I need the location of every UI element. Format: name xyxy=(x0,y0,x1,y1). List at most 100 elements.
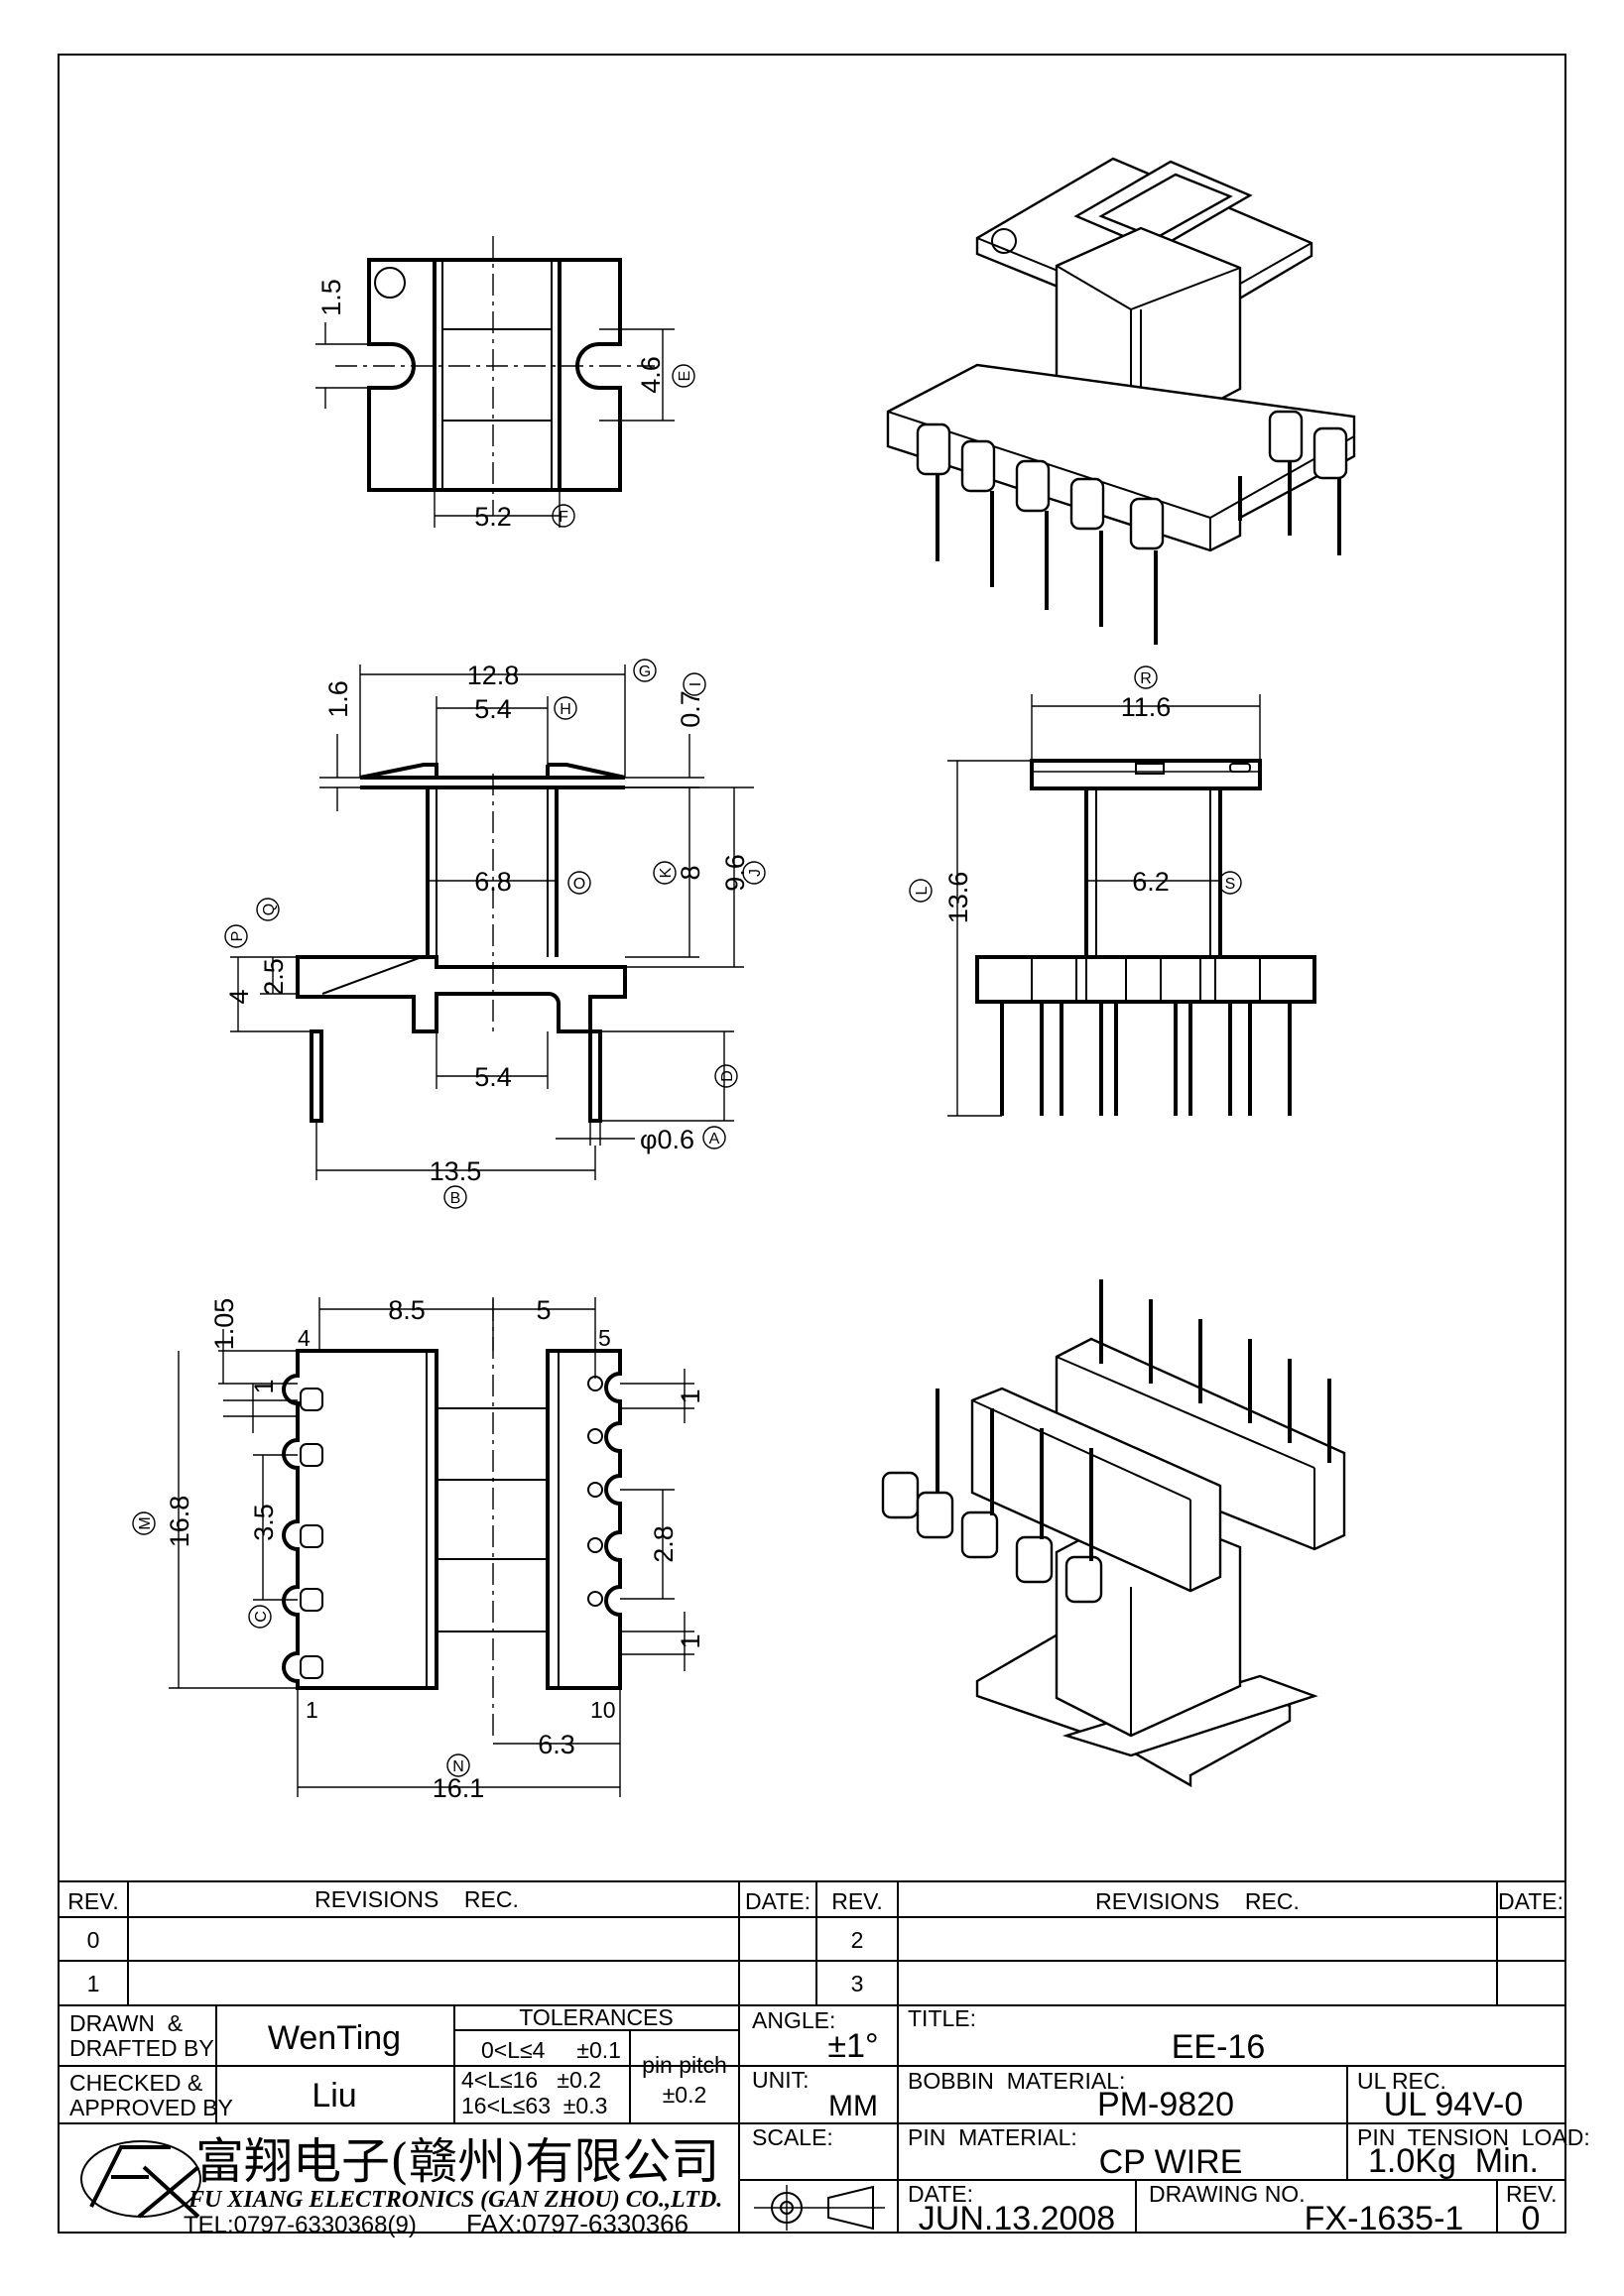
ul-rec-label: UL REC. xyxy=(1357,2068,1446,2094)
front-dim-5-4-bottom: 5.4 xyxy=(474,1062,512,1092)
front-dim-6-8: 6.8 xyxy=(474,867,512,897)
bottom-ref-m: M xyxy=(137,1516,154,1529)
sheet-border xyxy=(58,54,1566,2234)
bottom-ref-n: N xyxy=(452,1758,464,1775)
checked-label-1: CHECKED & xyxy=(69,2070,202,2096)
drawing-no-label: DRAWING NO. xyxy=(1149,2181,1306,2207)
pin-pitch-label: pin pitch xyxy=(642,2052,727,2078)
tolerance-row-2: 4<L≤16 ±0.2 xyxy=(461,2067,601,2093)
front-dim-9-6: 9.6 xyxy=(720,854,750,892)
bottom-view: 4 5 1 10 8.5 5 1.05 1 16.8 M 3.5 C xyxy=(132,1295,705,1803)
bottom-dim-right-1b: 1 xyxy=(676,1633,705,1648)
front-ref-i: I xyxy=(687,682,704,686)
top-dim-4-6: 4.6 xyxy=(636,356,666,394)
tolerance-row-3: 16<L≤63 ±0.3 xyxy=(461,2093,607,2118)
top-dim-5-2: 5.2 xyxy=(474,502,512,532)
front-dim-5-4-top: 5.4 xyxy=(474,694,512,724)
front-dim-2-5: 2.5 xyxy=(259,958,289,996)
front-ref-d: D xyxy=(719,1070,736,1082)
date-value: JUN.13.2008 xyxy=(919,2200,1115,2237)
tolerances-label: TOLERANCES xyxy=(519,2004,674,2030)
pin-tension-value: 1.0Kg Min. xyxy=(1368,2142,1539,2180)
drawn-by-value: WenTing xyxy=(268,2019,401,2057)
company-fax: FAX:0797-6330366 xyxy=(466,2209,688,2238)
checked-label-2: APPROVED BY xyxy=(69,2095,233,2120)
front-ref-o: O xyxy=(573,876,585,893)
title-block: DRAWN & DRAFTED BY WenTing CHECKED & APP… xyxy=(58,2004,1590,2238)
bottom-dim-16-1: 16.1 xyxy=(433,1773,485,1803)
bottom-ref-c: C xyxy=(253,1611,270,1623)
side-ref-l: L xyxy=(914,886,931,895)
drawn-label-1: DRAWN & xyxy=(69,2010,183,2036)
pin-number-4: 4 xyxy=(298,1325,311,1351)
side-ref-s: S xyxy=(1225,876,1236,893)
projection-symbol-icon xyxy=(754,2185,885,2231)
bobbin-material-value: PM-9820 xyxy=(1097,2086,1234,2123)
front-dim-4: 4 xyxy=(224,989,254,1004)
front-dim-0-7: 0.7 xyxy=(676,690,705,728)
angle-value: ±1° xyxy=(827,2027,878,2065)
side-view: 11.6 R 13.6 L 6.2 S xyxy=(909,665,1316,1117)
date-header-left: DATE: xyxy=(745,1888,811,1914)
bottom-dim-1-05: 1.05 xyxy=(209,1298,239,1351)
tolerance-row-1: 0<L≤4 ±0.1 xyxy=(481,2037,621,2063)
side-dim-11-6: 11.6 xyxy=(1121,692,1172,722)
side-ref-r: R xyxy=(1140,670,1152,687)
top-dim-1-5: 1.5 xyxy=(316,279,346,316)
rev-row-0: 0 xyxy=(87,1927,100,1953)
company-tel: TEL:0797-6330368(9) xyxy=(184,2212,417,2238)
bottom-dim-3-5: 3.5 xyxy=(249,1504,279,1541)
side-dim-13-6: 13.6 xyxy=(943,872,973,924)
rev-header-left: REV. xyxy=(67,1888,119,1914)
scale-label: SCALE: xyxy=(752,2124,833,2150)
pin-number-1: 1 xyxy=(306,1697,318,1723)
rev-value: 0 xyxy=(1522,2200,1541,2237)
company-name-chinese: 富翔电子(赣州)有限公司 xyxy=(195,2133,719,2190)
rev-row-1: 1 xyxy=(87,1971,100,1996)
bottom-dim-2-8: 2.8 xyxy=(649,1525,679,1563)
front-ref-q: Q xyxy=(261,904,278,915)
rev-header-right: REV. xyxy=(831,1888,883,1914)
angle-label: ANGLE: xyxy=(752,2007,835,2033)
front-dim-12-8: 12.8 xyxy=(467,661,520,690)
bottom-dim-step: 1 xyxy=(249,1379,279,1393)
front-ref-a: A xyxy=(709,1131,720,1148)
drawing-no-value: FX-1635-1 xyxy=(1305,2200,1464,2237)
date-label: DATE: xyxy=(908,2181,973,2207)
bottom-dim-8-5: 8.5 xyxy=(388,1295,426,1325)
top-view: 1.5 4.6 E 5.2 F xyxy=(315,236,695,532)
front-ref-g: G xyxy=(639,664,651,680)
front-ref-j: J xyxy=(747,869,764,877)
unit-value: MM xyxy=(828,2090,878,2122)
iso-view-top xyxy=(886,157,1356,645)
front-dim-1-6: 1.6 xyxy=(323,680,353,718)
revisions-rec-header-right: REVISIONS REC. xyxy=(1095,1888,1300,1914)
bottom-dim-6-3: 6.3 xyxy=(538,1730,575,1759)
bottom-dim-right-1a: 1 xyxy=(676,1389,705,1403)
pin-number-10: 10 xyxy=(590,1697,616,1723)
top-ref-e: E xyxy=(677,371,693,382)
side-dim-6-2: 6.2 xyxy=(1132,867,1170,897)
company-name-english: FU XIANG ELECTRONICS (GAN ZHOU) CO.,LTD. xyxy=(187,2187,722,2213)
front-dim-8: 8 xyxy=(676,865,705,880)
front-ref-h: H xyxy=(560,701,571,718)
front-ref-b: B xyxy=(450,1190,461,1207)
front-ref-p: P xyxy=(229,931,246,942)
title-label: TITLE: xyxy=(908,2005,976,2031)
pin-tension-label: PIN TENSION LOAD: xyxy=(1357,2124,1590,2150)
revisions-rec-header-left: REVISIONS REC. xyxy=(314,1886,519,1912)
rev-row-2: 2 xyxy=(851,1927,864,1953)
front-dim-13-5: 13.5 xyxy=(430,1156,482,1186)
pin-material-label: PIN MATERIAL: xyxy=(908,2124,1077,2150)
checked-by-value: Liu xyxy=(312,2077,356,2115)
title-value: EE-16 xyxy=(1172,2028,1266,2066)
front-ref-k: K xyxy=(658,867,675,878)
rev-label: REV. xyxy=(1506,2181,1558,2207)
bobbin-material-label: BOBBIN MATERIAL: xyxy=(908,2068,1125,2094)
ul-rec-value: UL 94V-0 xyxy=(1384,2086,1524,2123)
date-header-right: DATE: xyxy=(1498,1888,1563,1914)
unit-label: UNIT: xyxy=(752,2067,810,2093)
drawn-label-2: DRAFTED BY xyxy=(69,2035,214,2061)
bottom-dim-16-8: 16.8 xyxy=(165,1496,194,1548)
